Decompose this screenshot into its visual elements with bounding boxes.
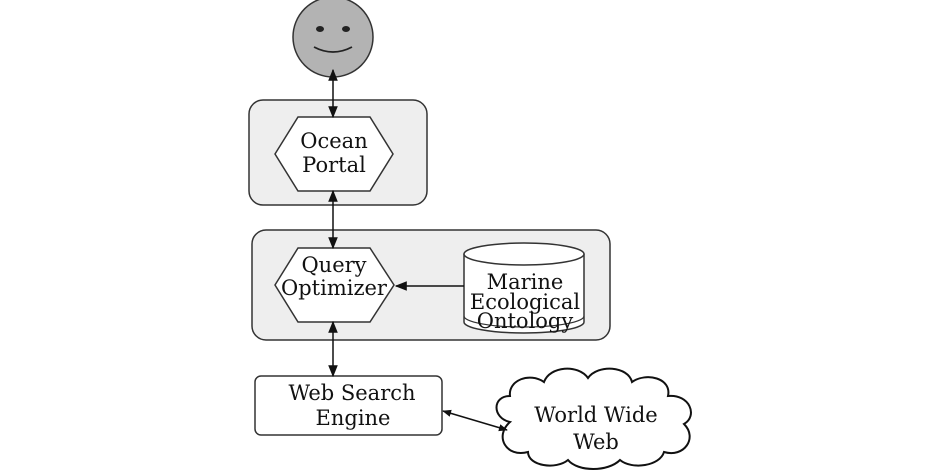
ontology-cylinder-body bbox=[463, 254, 585, 334]
ocean-portal-label-line2: Portal bbox=[302, 153, 366, 177]
ontology-label-line3: Ontology bbox=[477, 309, 574, 333]
user-right-eye bbox=[342, 26, 350, 32]
web-search-engine-label-line1: Web Search bbox=[288, 381, 415, 405]
arrow-web-search-engine-to-www bbox=[442, 409, 508, 432]
ontology-database-icon bbox=[463, 242, 585, 334]
user-smiley-icon bbox=[292, 0, 374, 78]
ocean-portal-label-line1: Ocean bbox=[300, 129, 367, 153]
user-left-eye bbox=[316, 26, 324, 32]
web-search-engine-box bbox=[254, 375, 443, 436]
ontology-cylinder-inner-band bbox=[463, 315, 585, 328]
ontology-cylinder-top bbox=[463, 242, 585, 266]
query-optimizer-label-line1: Query bbox=[301, 253, 366, 277]
ontology-label-line1: Marine bbox=[487, 270, 564, 294]
query-optimizer-label-line2: Optimizer bbox=[281, 276, 388, 300]
world-wide-web-label-line2: Web bbox=[573, 430, 619, 454]
web-search-engine-label-line2: Engine bbox=[316, 406, 391, 430]
ocean-portal-hexagon bbox=[274, 116, 394, 192]
world-wide-web-cloud-icon bbox=[495, 367, 692, 470]
query-optimizer-hexagon bbox=[274, 247, 395, 323]
world-wide-web-label-line1: World Wide bbox=[534, 403, 657, 427]
cloud-shape bbox=[495, 367, 692, 470]
user-smile bbox=[313, 46, 353, 53]
user-face bbox=[292, 0, 374, 78]
ontology-label-line2: Ecological bbox=[470, 290, 581, 314]
